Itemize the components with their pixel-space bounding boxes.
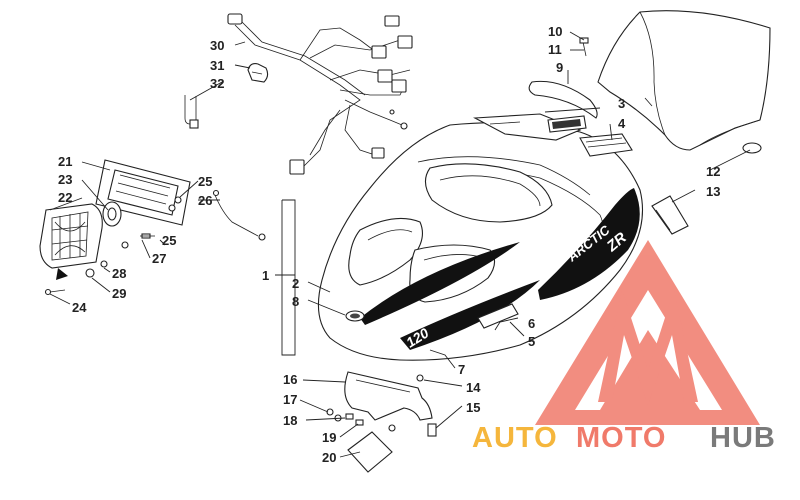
callout-26: 26 <box>198 193 212 208</box>
bracket-16 <box>344 371 433 421</box>
callout-14: 14 <box>466 380 481 395</box>
callout-10: 10 <box>548 24 562 39</box>
hose-clamp <box>247 63 269 83</box>
wiring-harness <box>227 13 413 175</box>
watermark-moto: MOTO <box>576 422 666 454</box>
windshield-screw <box>579 37 589 57</box>
callout-2: 2 <box>292 276 299 291</box>
callout-24: 24 <box>72 300 87 315</box>
callout-9: 9 <box>556 60 563 75</box>
callout-21: 21 <box>58 154 72 169</box>
callout-31: 31 <box>210 58 224 73</box>
decal-4 <box>579 133 633 157</box>
callout-15: 15 <box>466 400 480 415</box>
callout-11: 11 <box>548 42 562 57</box>
harness-bracket <box>184 95 199 129</box>
callout-23: 23 <box>58 172 72 187</box>
headlight-fasteners <box>44 196 182 296</box>
callout-27: 27 <box>152 251 166 266</box>
callout-30: 30 <box>210 38 224 53</box>
callout-4: 4 <box>618 116 626 131</box>
callout-29: 29 <box>112 286 126 301</box>
watermark-text: AUTO MOTO HUB <box>472 422 776 454</box>
callout-25-lower: 25 <box>162 233 176 248</box>
strip-13 <box>651 195 689 235</box>
callout-22: 22 <box>58 190 72 205</box>
callout-25-upper: 25 <box>198 174 212 189</box>
callout-16: 16 <box>283 372 297 387</box>
deflector-9 <box>528 80 598 119</box>
headlight-bulb <box>102 201 122 227</box>
watermark-hub: HUB <box>710 422 776 454</box>
watermark-m-icon <box>598 290 698 405</box>
callout-28: 28 <box>112 266 126 281</box>
callout-1: 1 <box>262 268 269 283</box>
hood-decal-team-arctic: TEAM ARCTIC ZR 120 <box>360 188 640 351</box>
headlight-lamp <box>39 203 103 269</box>
callout-6: 6 <box>528 316 535 331</box>
callout-5: 5 <box>528 334 535 349</box>
windshield <box>597 10 771 154</box>
cable <box>212 189 266 241</box>
decal-3 <box>547 115 587 133</box>
callout-12: 12 <box>706 164 720 179</box>
watermark-triangle-icon <box>535 240 760 425</box>
callout-19: 19 <box>322 430 336 445</box>
callout-18: 18 <box>283 413 297 428</box>
watermark-logo <box>535 240 760 425</box>
plate-20 <box>347 431 393 473</box>
callout-7: 7 <box>458 362 465 377</box>
callout-labels: 1 2 3 4 5 6 7 8 9 10 11 12 13 14 15 16 1… <box>58 24 720 465</box>
leader-lines <box>49 31 751 458</box>
callout-8: 8 <box>292 294 299 309</box>
callout-17: 17 <box>283 392 297 407</box>
emblem-8 <box>345 310 365 322</box>
decal-5 <box>477 303 519 329</box>
callout-32: 32 <box>210 76 224 91</box>
callout-20: 20 <box>322 450 336 465</box>
fasteners-14-19 <box>326 374 437 437</box>
watermark-auto: AUTO <box>472 422 558 454</box>
callout-13: 13 <box>706 184 720 199</box>
callout-3: 3 <box>618 96 625 111</box>
